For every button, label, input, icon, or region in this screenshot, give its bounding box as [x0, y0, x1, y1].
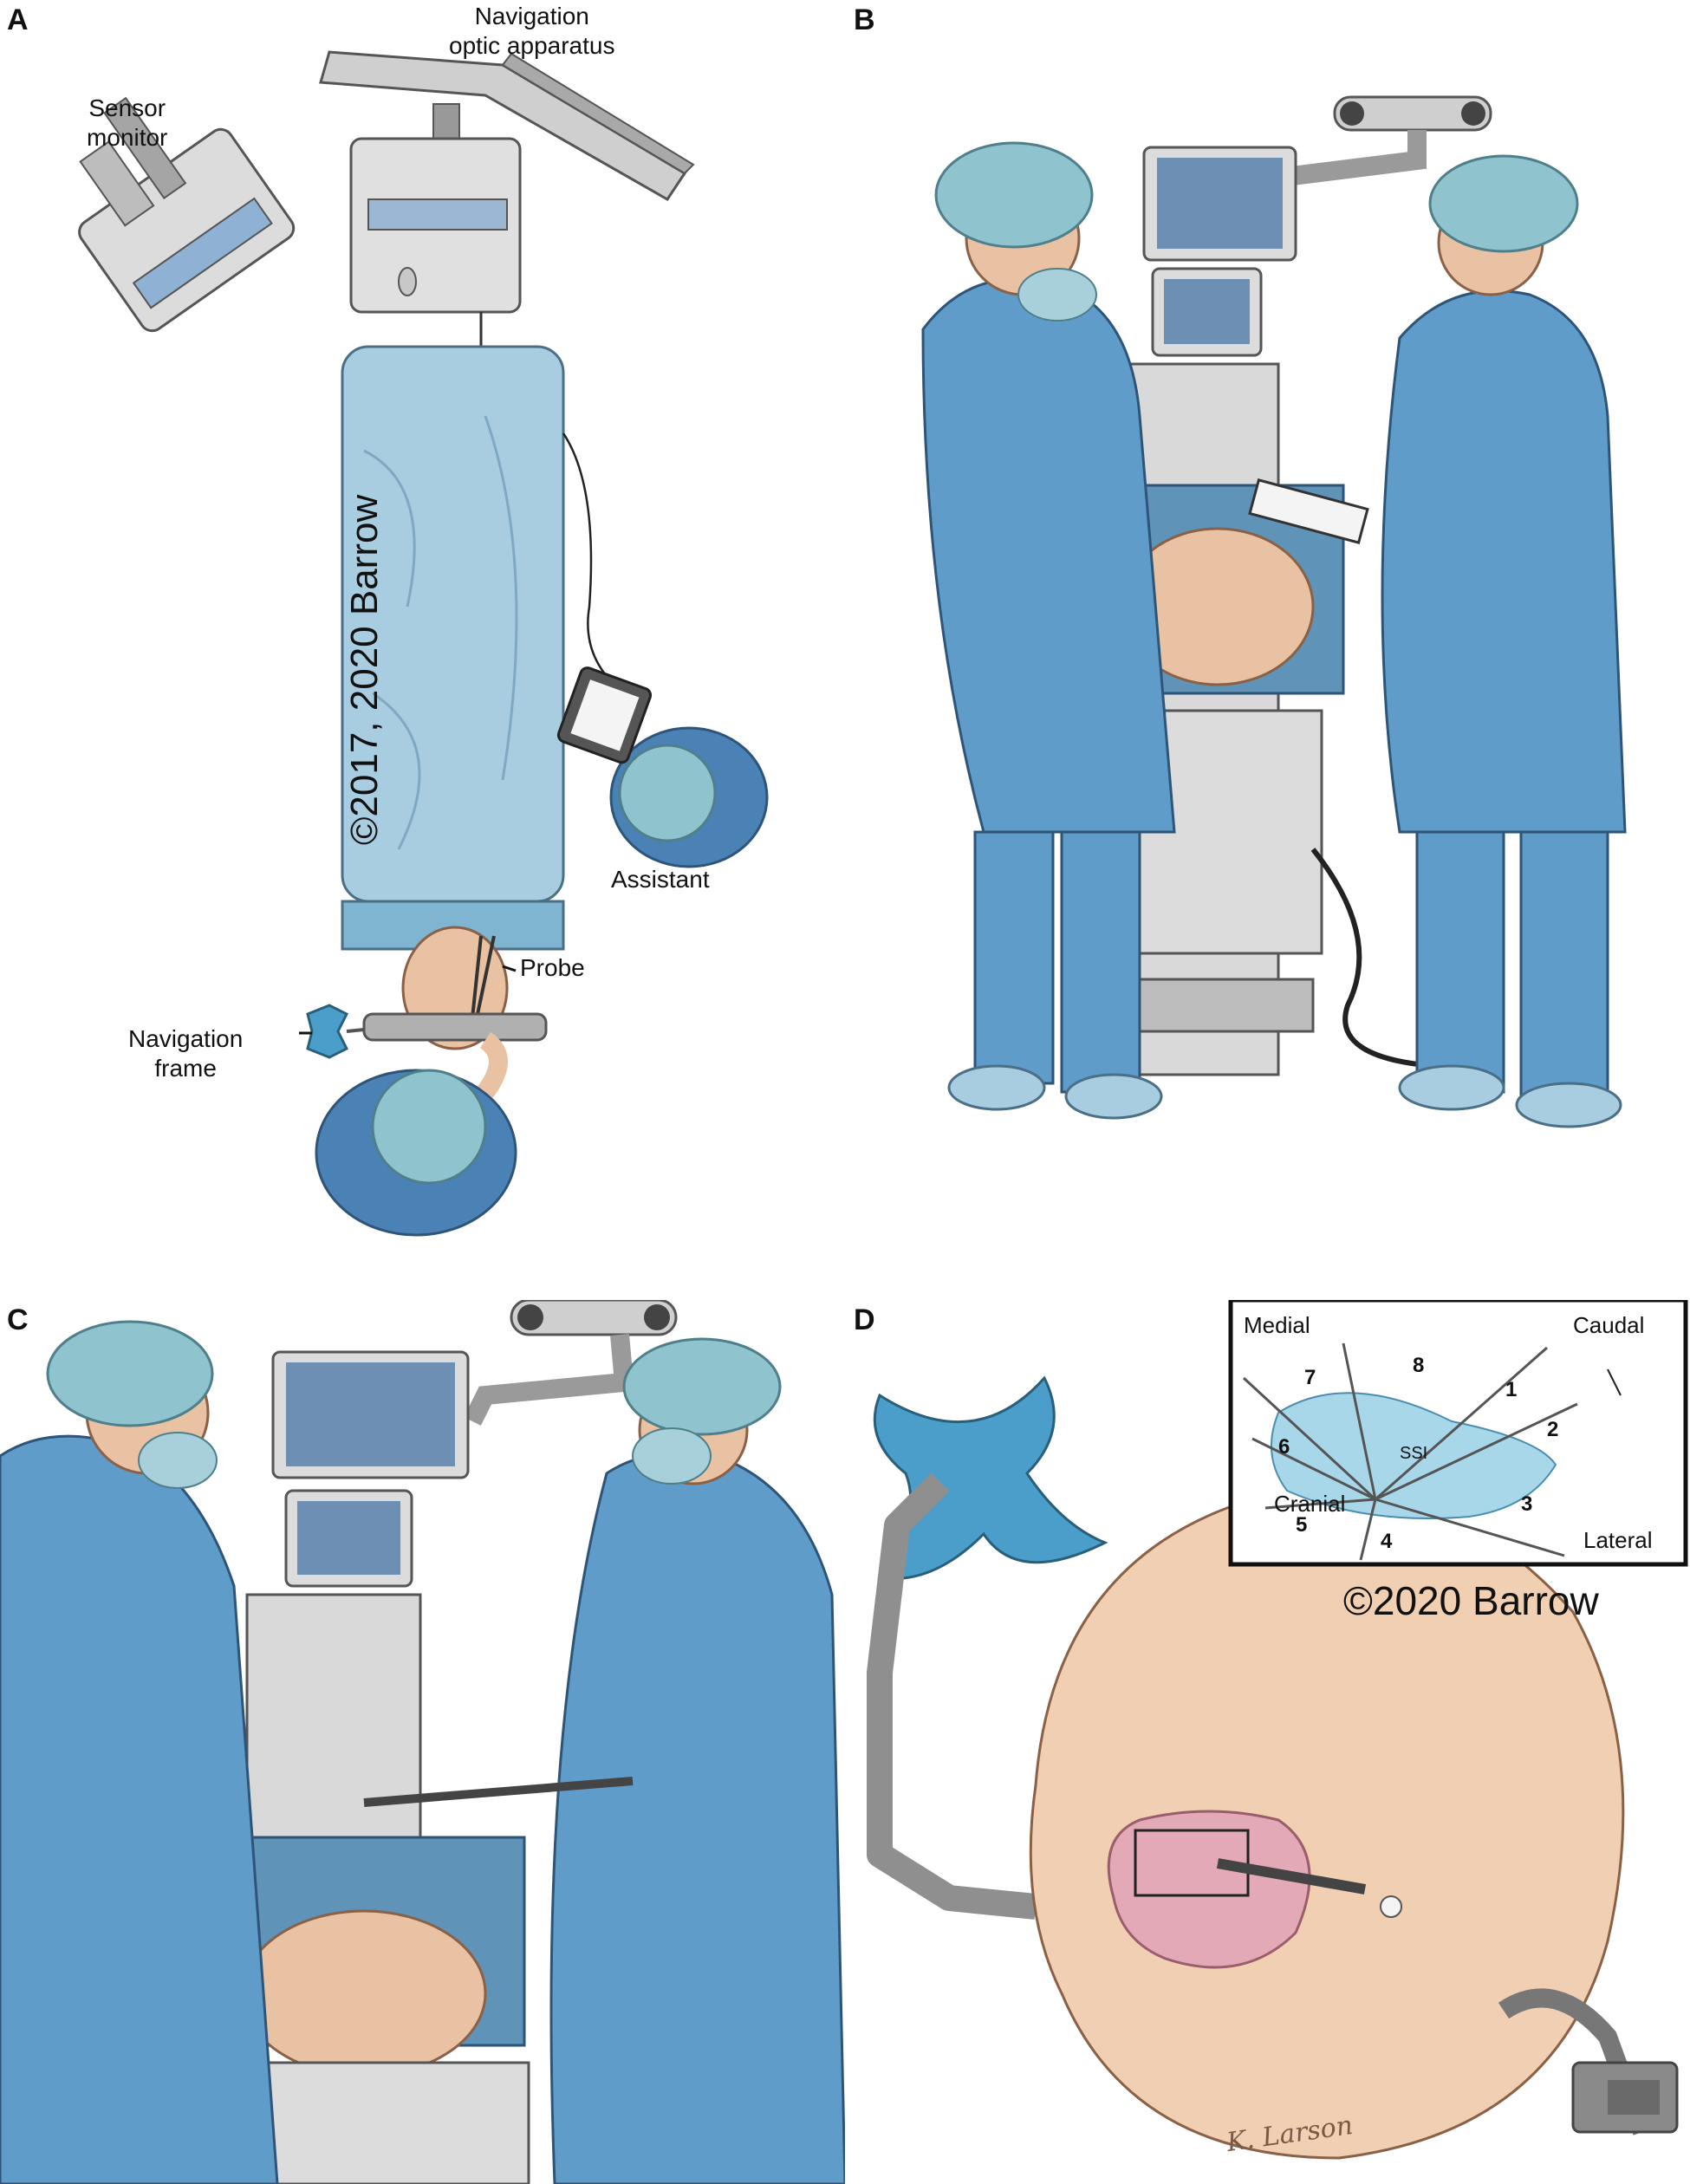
navigation-optic-label: Navigation optic apparatus: [449, 2, 614, 60]
trajectory-1: [1375, 1346, 1548, 1501]
copyright-d: ©2020 Barrow: [1343, 1578, 1599, 1623]
navigation-frame-icon: [299, 1004, 548, 1059]
trajectory-label-1: 1: [1505, 1378, 1518, 1401]
assistant-icon: [556, 666, 769, 868]
trajectory-label-6: 6: [1278, 1435, 1290, 1459]
head-clamp-icon: [1498, 1988, 1679, 2135]
trajectory-inset-box: [1228, 1300, 1688, 1567]
trajectory-2: [1375, 1402, 1578, 1501]
draped-patient-icon: [341, 345, 565, 1050]
probe-icon: [471, 935, 517, 1019]
panel-letter-b: B: [854, 3, 875, 36]
panel-a-top-view: A: [0, 0, 845, 1265]
trajectory-5: [1264, 1498, 1376, 1510]
inset-label-lateral: Lateral: [1583, 1527, 1653, 1553]
trajectory-label-5: 5: [1296, 1513, 1308, 1537]
sensor-monitor-icon: [78, 96, 296, 333]
trajectory-label-3: 3: [1521, 1492, 1533, 1516]
navigation-optic-label-line1: Navigation: [474, 3, 589, 29]
navigation-optic-apparatus-icon: [319, 50, 695, 201]
panel-a-illustration: [78, 50, 769, 1237]
navigation-cart-icon: [245, 1350, 470, 1856]
surgeon-top-icon: [315, 1031, 517, 1237]
panel-d-trajectory-detail: D: [845, 1300, 1690, 2184]
trajectory-label-7: 7: [1304, 1366, 1316, 1389]
surgeon-right-icon: [363, 1337, 845, 2184]
navigation-frame-label: Navigation frame: [128, 1024, 243, 1082]
inset-label-caudal: Caudal: [1573, 1312, 1645, 1338]
surgeon-left-icon: [0, 1320, 279, 2184]
panel-d-illustration: [867, 1300, 1688, 2160]
trajectory-label-4: 4: [1381, 1530, 1393, 1553]
panel-c-illustration: [0, 1300, 845, 2184]
trajectory-8: [1342, 1342, 1377, 1500]
trajectory-3: [1375, 1498, 1565, 1557]
navigation-frame-icon: [867, 1375, 1108, 1920]
copyright-a: ©2017, 2020 Barrow: [343, 494, 386, 845]
camera-bar-icon: [464, 1300, 678, 1426]
panel-letter-c: C: [7, 1303, 29, 1336]
panel-b-illustration: [921, 95, 1627, 1128]
trajectory-6: [1251, 1437, 1376, 1501]
trajectory-label-2: 2: [1547, 1418, 1559, 1441]
panel-letter-d: D: [854, 1303, 875, 1336]
navigation-frame-label-line2: frame: [154, 1054, 217, 1082]
operating-table-icon: [219, 1836, 530, 2184]
sensor-monitor-label-line2: monitor: [87, 123, 168, 151]
sensor-monitor-label-line1: Sensor: [88, 94, 166, 121]
panel-b-operating-room: B: [845, 0, 1690, 1265]
assistant-label: Assistant: [611, 866, 710, 893]
navigation-optic-label-line2: optic apparatus: [449, 31, 615, 59]
surgeon-right-icon: [1248, 154, 1627, 1128]
navigation-frame-label-line1: Navigation: [128, 1025, 244, 1052]
panel-c-operating-room: C: [0, 1300, 845, 2184]
inset-label-ssi: SSI: [1400, 1444, 1428, 1463]
trajectory-label-8: 8: [1413, 1354, 1425, 1377]
probe-label: Probe: [520, 954, 585, 981]
trajectory-7: [1242, 1376, 1377, 1501]
navigation-cart-icon: [349, 137, 522, 351]
inset-label-medial: Medial: [1244, 1312, 1310, 1338]
panel-letter-a: A: [7, 3, 29, 36]
surgeon-left-icon: [921, 141, 1176, 1120]
inset-label-cranial: Cranial: [1274, 1491, 1346, 1517]
sensor-monitor-label: Sensor monitor: [87, 94, 167, 152]
trajectory-4: [1359, 1498, 1377, 1561]
